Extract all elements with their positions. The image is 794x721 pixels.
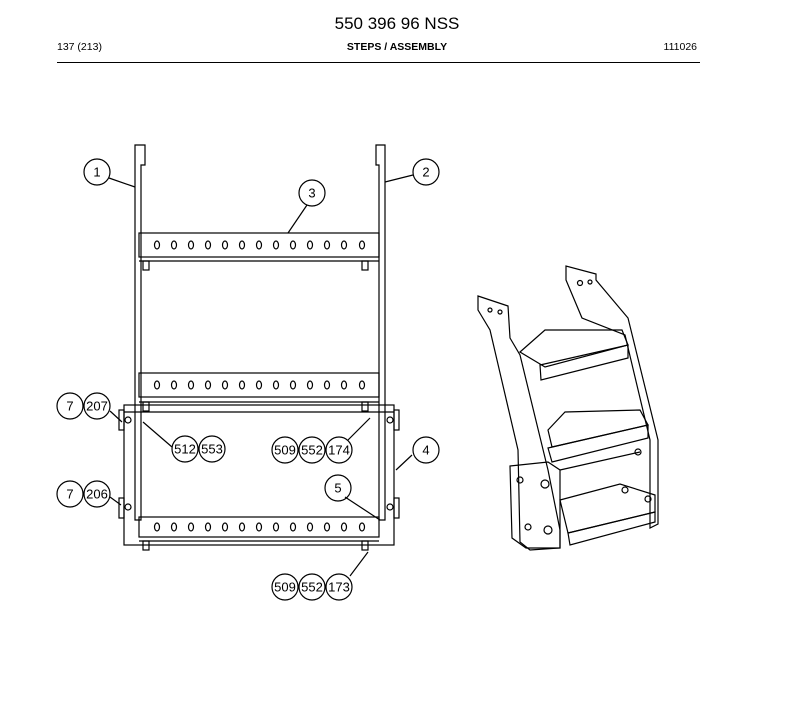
step-hole (187, 380, 195, 390)
step-hole (358, 522, 366, 532)
step-hole (204, 522, 212, 532)
step-hole (221, 522, 229, 532)
svg-text:552: 552 (301, 443, 323, 458)
balloon-4: 4 (412, 436, 440, 464)
step-hole (289, 522, 297, 532)
step-hole (153, 380, 161, 390)
step-hole (323, 522, 331, 532)
step-hole (358, 380, 366, 390)
svg-text:552: 552 (301, 580, 323, 595)
section-title: STEPS / ASSEMBLY (346, 41, 448, 53)
right-side-rail (375, 144, 386, 521)
step-hole (238, 240, 246, 250)
balloon-1: 1 (83, 158, 111, 186)
svg-text:2: 2 (422, 165, 429, 180)
svg-text:7: 7 (66, 487, 73, 502)
step-hole (170, 240, 178, 250)
step-1 (138, 232, 380, 271)
step-hole (170, 380, 178, 390)
balloon-509-lower: 509 (271, 573, 299, 601)
balloon-5: 5 (324, 474, 352, 502)
svg-text:173: 173 (328, 580, 350, 595)
step-hole (340, 380, 348, 390)
step-hole (221, 240, 229, 250)
balloon-2: 2 (412, 158, 440, 186)
step-hole (255, 522, 263, 532)
balloon-553: 553 (198, 435, 226, 463)
balloon-174: 174 (325, 436, 353, 464)
step-hole (170, 522, 178, 532)
step-hole (306, 240, 314, 250)
balloon-552-lower: 552 (298, 573, 326, 601)
step-2 (138, 372, 380, 412)
svg-text:1: 1 (93, 165, 100, 180)
step-hole (221, 380, 229, 390)
step-hole (187, 240, 195, 250)
step-hole (289, 240, 297, 250)
balloon-552-upper: 552 (298, 436, 326, 464)
svg-text:207: 207 (86, 399, 108, 414)
balloon-207: 207 (83, 392, 111, 420)
step-hole (238, 522, 246, 532)
step-hole (323, 380, 331, 390)
svg-text:206: 206 (86, 487, 108, 502)
document-code: 111026 (663, 41, 697, 53)
step-hole (204, 240, 212, 250)
step-hole (340, 522, 348, 532)
svg-text:174: 174 (328, 443, 350, 458)
balloon-206: 206 (83, 480, 111, 508)
svg-text:4: 4 (422, 443, 429, 458)
svg-text:7: 7 (66, 399, 73, 414)
step-hole (289, 380, 297, 390)
step-hole (358, 240, 366, 250)
step-hole (272, 380, 280, 390)
document-title: 550 396 96 NSS (334, 14, 460, 33)
svg-text:512: 512 (174, 442, 196, 457)
balloon-512: 512 (171, 435, 199, 463)
step-hole (306, 522, 314, 532)
balloon-509-upper: 509 (271, 436, 299, 464)
step-hole (340, 240, 348, 250)
left-side-rail (134, 144, 146, 521)
svg-text:553: 553 (201, 442, 223, 457)
step-hole (238, 380, 246, 390)
step-hole (272, 240, 280, 250)
step-hole (153, 522, 161, 532)
svg-text:5: 5 (334, 481, 341, 496)
lower-frame (123, 404, 395, 546)
svg-text:509: 509 (274, 443, 296, 458)
front-view (108, 144, 414, 577)
balloon-3: 3 (298, 179, 326, 207)
balloon-7-upper: 7 (56, 392, 84, 420)
svg-text:3: 3 (308, 186, 315, 201)
step-hole (272, 522, 280, 532)
step-hole (255, 240, 263, 250)
step-hole (187, 522, 195, 532)
balloon-7-lower: 7 (56, 480, 84, 508)
header-rule (57, 62, 700, 63)
balloon-173: 173 (325, 573, 353, 601)
isometric-view (477, 265, 659, 551)
step-hole (323, 240, 331, 250)
step-3 (138, 516, 380, 551)
step-hole (255, 380, 263, 390)
page-number: 137 (213) (57, 41, 102, 53)
step-hole (153, 240, 161, 250)
step-hole (204, 380, 212, 390)
step-hole (306, 380, 314, 390)
svg-text:509: 509 (274, 580, 296, 595)
